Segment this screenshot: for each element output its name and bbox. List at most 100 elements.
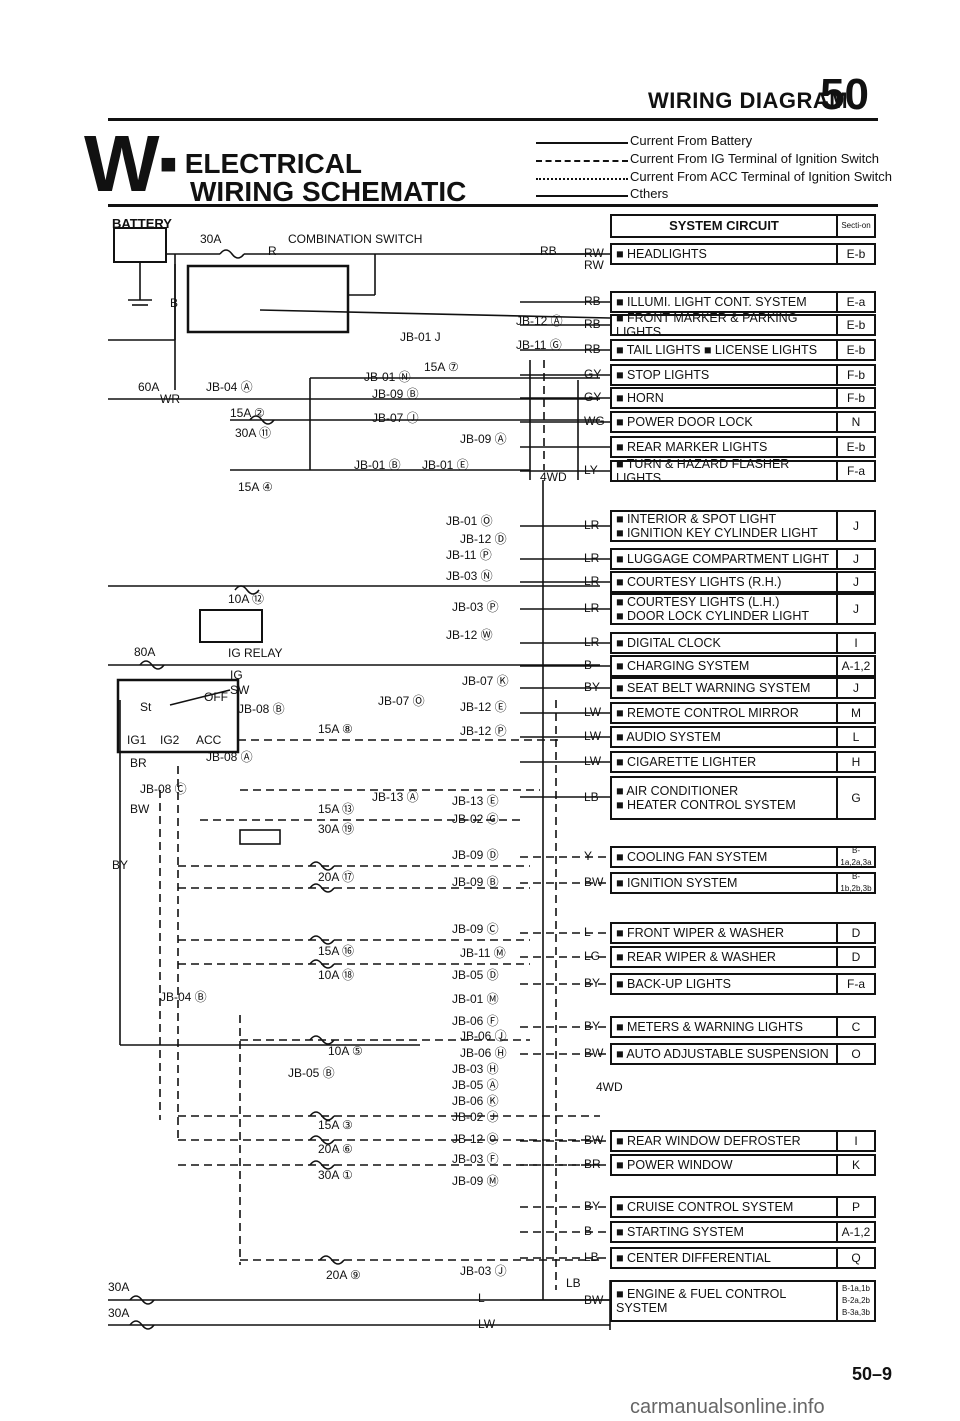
label-jb-01-e: JB-01 Ⓔ xyxy=(422,458,469,472)
system-name-line: ■ POWER DOOR LOCK xyxy=(616,415,753,429)
fuse-symbol xyxy=(309,1160,335,1170)
system-name: ■ REMOTE CONTROL MIRROR xyxy=(612,704,836,722)
system-name-line: ■ INTERIOR & SPOT LIGHT xyxy=(616,512,777,526)
system-name-line: ■ CIGARETTE LIGHTER xyxy=(616,755,757,769)
legend-line-ig xyxy=(536,160,628,162)
label-jb-04-a: JB-04 Ⓐ xyxy=(206,380,253,394)
system-name: ■ HORN xyxy=(612,389,836,407)
system-name-line: ■ METERS & WARNING LIGHTS xyxy=(616,1020,803,1034)
wire-color-code: LR xyxy=(584,518,600,532)
label-ig1: IG1 xyxy=(127,733,147,747)
label-fuse-10a-18: 10A ⑱ xyxy=(318,968,355,982)
label-jb-09-b: JB-09 Ⓑ xyxy=(372,387,419,401)
fuse-symbol xyxy=(309,1035,335,1045)
wire-color-code: LW xyxy=(584,705,602,719)
wire-segment xyxy=(169,689,231,706)
wire-color-code: L xyxy=(584,925,591,939)
system-section: H xyxy=(836,753,874,771)
label-jb-07-o: JB-07 Ⓞ xyxy=(378,694,425,708)
system-name: ■ DIGITAL CLOCK xyxy=(612,634,836,652)
label-jb-12-a: JB-12 Ⓐ xyxy=(516,314,563,328)
system-section: Q xyxy=(836,1249,874,1267)
system-name: ■ TURN & HAZARD FLASHER LIGHTS xyxy=(612,457,836,485)
label-jb-06-f: JB-06 Ⓕ xyxy=(452,1014,499,1028)
system-box: ■ COURTESY LIGHTS (R.H.)J xyxy=(610,571,876,593)
section-rule xyxy=(108,204,878,207)
system-name: ■ COURTESY LIGHTS (R.H.) xyxy=(612,573,836,591)
legend-text-ig: Current From IG Terminal of Ignition Swi… xyxy=(630,151,880,166)
label-jb-06-h: JB-06 Ⓗ xyxy=(460,1046,507,1060)
label-jb-07-j: JB-07 Ⓙ xyxy=(372,411,419,425)
wire-color-code: BW xyxy=(584,1133,604,1147)
label-fuse-20a-9: 20A ⑨ xyxy=(326,1268,361,1282)
system-header-label: SYSTEM CIRCUIT xyxy=(669,218,779,233)
label-jb-12-d: JB-12 Ⓓ xyxy=(460,532,507,546)
label-wire-WR: WR xyxy=(160,392,180,406)
wire-color-code: GY xyxy=(584,390,602,404)
label-fuse-30a-1: 30A ① xyxy=(318,1168,353,1182)
fuse-symbol xyxy=(319,1255,345,1265)
label-ig2: IG2 xyxy=(160,733,180,747)
label-jb-09-c: JB-09 Ⓒ xyxy=(452,922,499,936)
label-jb-01-m: JB-01 Ⓜ xyxy=(452,992,499,1006)
system-section: B-1a,2a,3a xyxy=(836,846,874,867)
label-acc: ACC xyxy=(196,733,222,747)
system-section: J xyxy=(836,550,874,568)
system-name: ■ METERS & WARNING LIGHTS xyxy=(612,1018,836,1036)
label-fuse-30a-11: 30A ⑪ xyxy=(235,426,272,440)
system-name-line: ■ HEADLIGHTS xyxy=(616,247,707,261)
label-jb-01-b: JB-01 Ⓑ xyxy=(354,458,401,472)
label-jb-09-b2: JB-09 Ⓑ xyxy=(452,875,499,889)
system-box: ■ REMOTE CONTROL MIRROR M xyxy=(610,702,876,724)
system-section: A-1,2 xyxy=(836,657,874,675)
label-bw: BW xyxy=(130,802,150,816)
label-jb-05-a: JB-05 Ⓐ xyxy=(452,1078,499,1092)
wire-color-code: LR xyxy=(584,601,600,615)
system-name: ■ POWER WINDOW xyxy=(612,1156,836,1174)
system-box: ■ INTERIOR & SPOT LIGHT■ IGNITION KEY CY… xyxy=(610,510,876,542)
system-section: M xyxy=(836,704,874,722)
label-fuse-30a-main: 30A xyxy=(200,232,222,246)
system-box: ■ AIR CONDITIONER■ HEATER CONTROL SYSTEM… xyxy=(610,776,876,820)
system-name-line: ■ STARTING SYSTEM xyxy=(616,1225,744,1239)
label-ig: IG xyxy=(230,668,243,682)
system-name-line: ■ AUTO ADJUSTABLE SUSPENSION xyxy=(616,1047,829,1061)
legend-line-acc xyxy=(536,178,628,180)
system-section: D xyxy=(836,948,874,966)
label-jb-02-g: JB-02 Ⓖ xyxy=(452,812,499,826)
system-section: P xyxy=(836,1198,874,1216)
system-section: F-a xyxy=(836,462,874,480)
wire-color-code: BY xyxy=(584,1199,601,1213)
system-section: I xyxy=(836,1132,874,1150)
wire-color-code: LR xyxy=(584,635,600,649)
label-jb-08-b: JB-08 Ⓑ xyxy=(238,702,285,716)
wire-color-code: LR xyxy=(584,574,600,588)
system-section: E-a xyxy=(836,293,874,311)
label-fuse-10a-12: 10A ⑫ xyxy=(228,592,265,606)
system-section: L xyxy=(836,728,874,746)
legend-text-battery: Current From Battery xyxy=(630,133,753,148)
label-jb-09-d: JB-09 Ⓓ xyxy=(452,848,499,862)
system-name: ■ REAR WINDOW DEFROSTER xyxy=(612,1132,836,1150)
label-jb-12-p: JB-12 Ⓟ xyxy=(460,724,507,738)
wire-color-code: RB xyxy=(584,294,601,308)
wire-color-code: BW xyxy=(584,1046,604,1060)
system-name-line: ■ REMOTE CONTROL MIRROR xyxy=(616,706,799,720)
system-name: ■ HEADLIGHTS xyxy=(612,245,836,263)
label-fuse-10a-5: 10A ⑤ xyxy=(328,1044,363,1058)
system-section: C xyxy=(836,1018,874,1036)
label-fuse-20a-6: 20A ⑥ xyxy=(318,1142,353,1156)
label-wire-B: B xyxy=(170,296,179,310)
system-name-line: ■ DIGITAL CLOCK xyxy=(616,636,721,650)
system-name-line: ■ REAR WIPER & WASHER xyxy=(616,950,776,964)
label-jb-02-j: JB-02 Ⓙ xyxy=(452,1110,499,1124)
system-section: E-b xyxy=(836,341,874,359)
label-fuse-15a-7: 15A ⑦ xyxy=(424,360,459,374)
system-section: D xyxy=(836,924,874,942)
system-name-line: ■ AIR CONDITIONER xyxy=(616,784,739,798)
